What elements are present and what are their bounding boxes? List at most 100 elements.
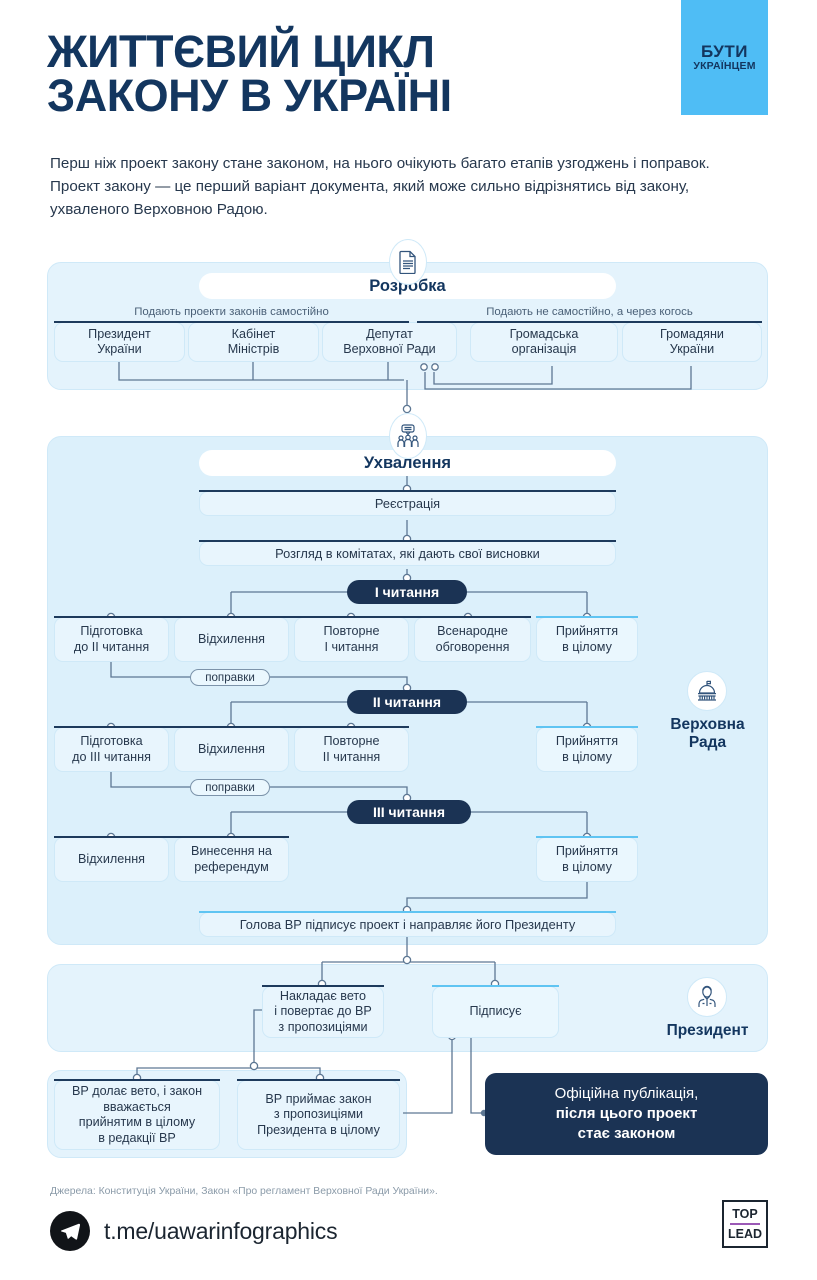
- rule-vr-override-1: [54, 1079, 220, 1081]
- parliament-dome-icon: [687, 671, 727, 711]
- group-rule-left: [54, 321, 409, 323]
- toplead-logo: TOP LEAD: [722, 1200, 768, 1248]
- amendments-pill-1-label: поправки: [205, 671, 255, 684]
- page-title-line2: ЗАКОНУ В УКРАЇНІ: [47, 70, 452, 121]
- sources-text: Джерела: Конституція України, Закон «Про…: [50, 1186, 438, 1197]
- reading-3-label: ІІІ читання: [372, 804, 446, 820]
- step-committees[interactable]: Розгляд в комітатах, які дають свої висн…: [199, 541, 616, 566]
- reading-3-pill[interactable]: ІІІ читання: [347, 800, 471, 824]
- final-publication-box: Офіційна публікація, після цього проект …: [485, 1073, 768, 1155]
- step-committees-label: Розгляд в комітатах, які дають свої висн…: [275, 545, 540, 561]
- intro-paragraph: Перш ніж проект закону стане законом, на…: [50, 155, 710, 218]
- reading-1-pill[interactable]: І читання: [347, 580, 467, 604]
- page-title: ЖИТТЄВИЙ ЦИКЛ ЗАКОНУ В УКРАЇНІ: [47, 26, 667, 121]
- reading-2-pill[interactable]: ІІ читання: [347, 690, 467, 714]
- step-chairman-signs[interactable]: Голова ВР підписує проект і направляє йо…: [199, 912, 616, 937]
- amendments-pill-1: поправки: [190, 669, 270, 686]
- rule-reading3-options: [54, 836, 289, 838]
- toplead-logo-top: TOP: [732, 1207, 758, 1221]
- side-label-president: Президент: [666, 1022, 749, 1039]
- president-sign-label: Підписує: [469, 1004, 522, 1019]
- reading1-option-reject-label: Відхилення: [198, 631, 265, 646]
- final-line-3: стає законом: [577, 1125, 676, 1142]
- rule-reading1-accept: [536, 616, 638, 618]
- rule-reading1-options: [54, 616, 531, 618]
- amendments-pill-2-label: поправки: [205, 781, 255, 794]
- toplead-logo-divider: [730, 1223, 760, 1225]
- step-registration-label: Реєстрація: [374, 495, 441, 511]
- final-line-2: після цього проект: [555, 1105, 698, 1122]
- group-rule-right: [417, 321, 762, 323]
- brand-badge-line2: УКРАЇНЦЕМ: [693, 60, 756, 73]
- group-label-via-someone: Подають не самостійно, а через когось: [486, 306, 693, 318]
- rule-vr-override-2: [237, 1079, 400, 1081]
- side-label-rada-line2: Рада: [688, 734, 727, 751]
- document-icon: [389, 239, 427, 285]
- side-label-rada-line1: Верховна: [670, 716, 745, 733]
- rule-reading2-options: [54, 726, 409, 728]
- reading2-option-reject-label: Відхилення: [198, 741, 265, 756]
- reading1-option-reject[interactable]: Відхилення: [174, 617, 289, 662]
- amendments-pill-2: поправки: [190, 779, 270, 796]
- reading-2-label: ІІ читання: [372, 694, 442, 710]
- people-discussion-icon: [389, 413, 427, 459]
- brand-badge: БУТИ УКРАЇНЦЕМ: [681, 0, 768, 115]
- telegram-icon: [50, 1211, 90, 1251]
- president-sign[interactable]: Підписує: [432, 986, 559, 1038]
- step-chairman-signs-label: Голова ВР підписує проект і направляє йо…: [239, 916, 576, 932]
- rule-chairman: [199, 911, 616, 913]
- reading3-option-reject-label: Відхилення: [78, 851, 145, 866]
- reading2-option-reject[interactable]: Відхилення: [174, 727, 289, 772]
- rule-committees: [199, 540, 616, 542]
- rule-reading3-accept: [536, 836, 638, 838]
- side-label-verkhovna-rada: Верховна Рада: [650, 716, 765, 752]
- group-label-self-submit: Подають проекти законів самостійно: [134, 306, 329, 318]
- final-line-1: Офіційна публікація,: [554, 1085, 699, 1102]
- rule-registration: [199, 490, 616, 492]
- rule-sign: [432, 985, 559, 987]
- toplead-logo-lead: LEAD: [727, 1227, 763, 1241]
- brand-badge-line1: БУТИ: [701, 42, 748, 62]
- page-title-line1: ЖИТТЄВИЙ ЦИКЛ: [47, 26, 435, 77]
- reading-1-label: І читання: [374, 584, 440, 600]
- reading3-option-reject[interactable]: Відхилення: [54, 837, 169, 882]
- telegram-link[interactable]: t.me/uawarinfographics: [50, 1210, 338, 1252]
- step-registration[interactable]: Реєстрація: [199, 491, 616, 516]
- telegram-handle: t.me/uawarinfographics: [104, 1217, 338, 1244]
- rule-reading2-accept: [536, 726, 638, 728]
